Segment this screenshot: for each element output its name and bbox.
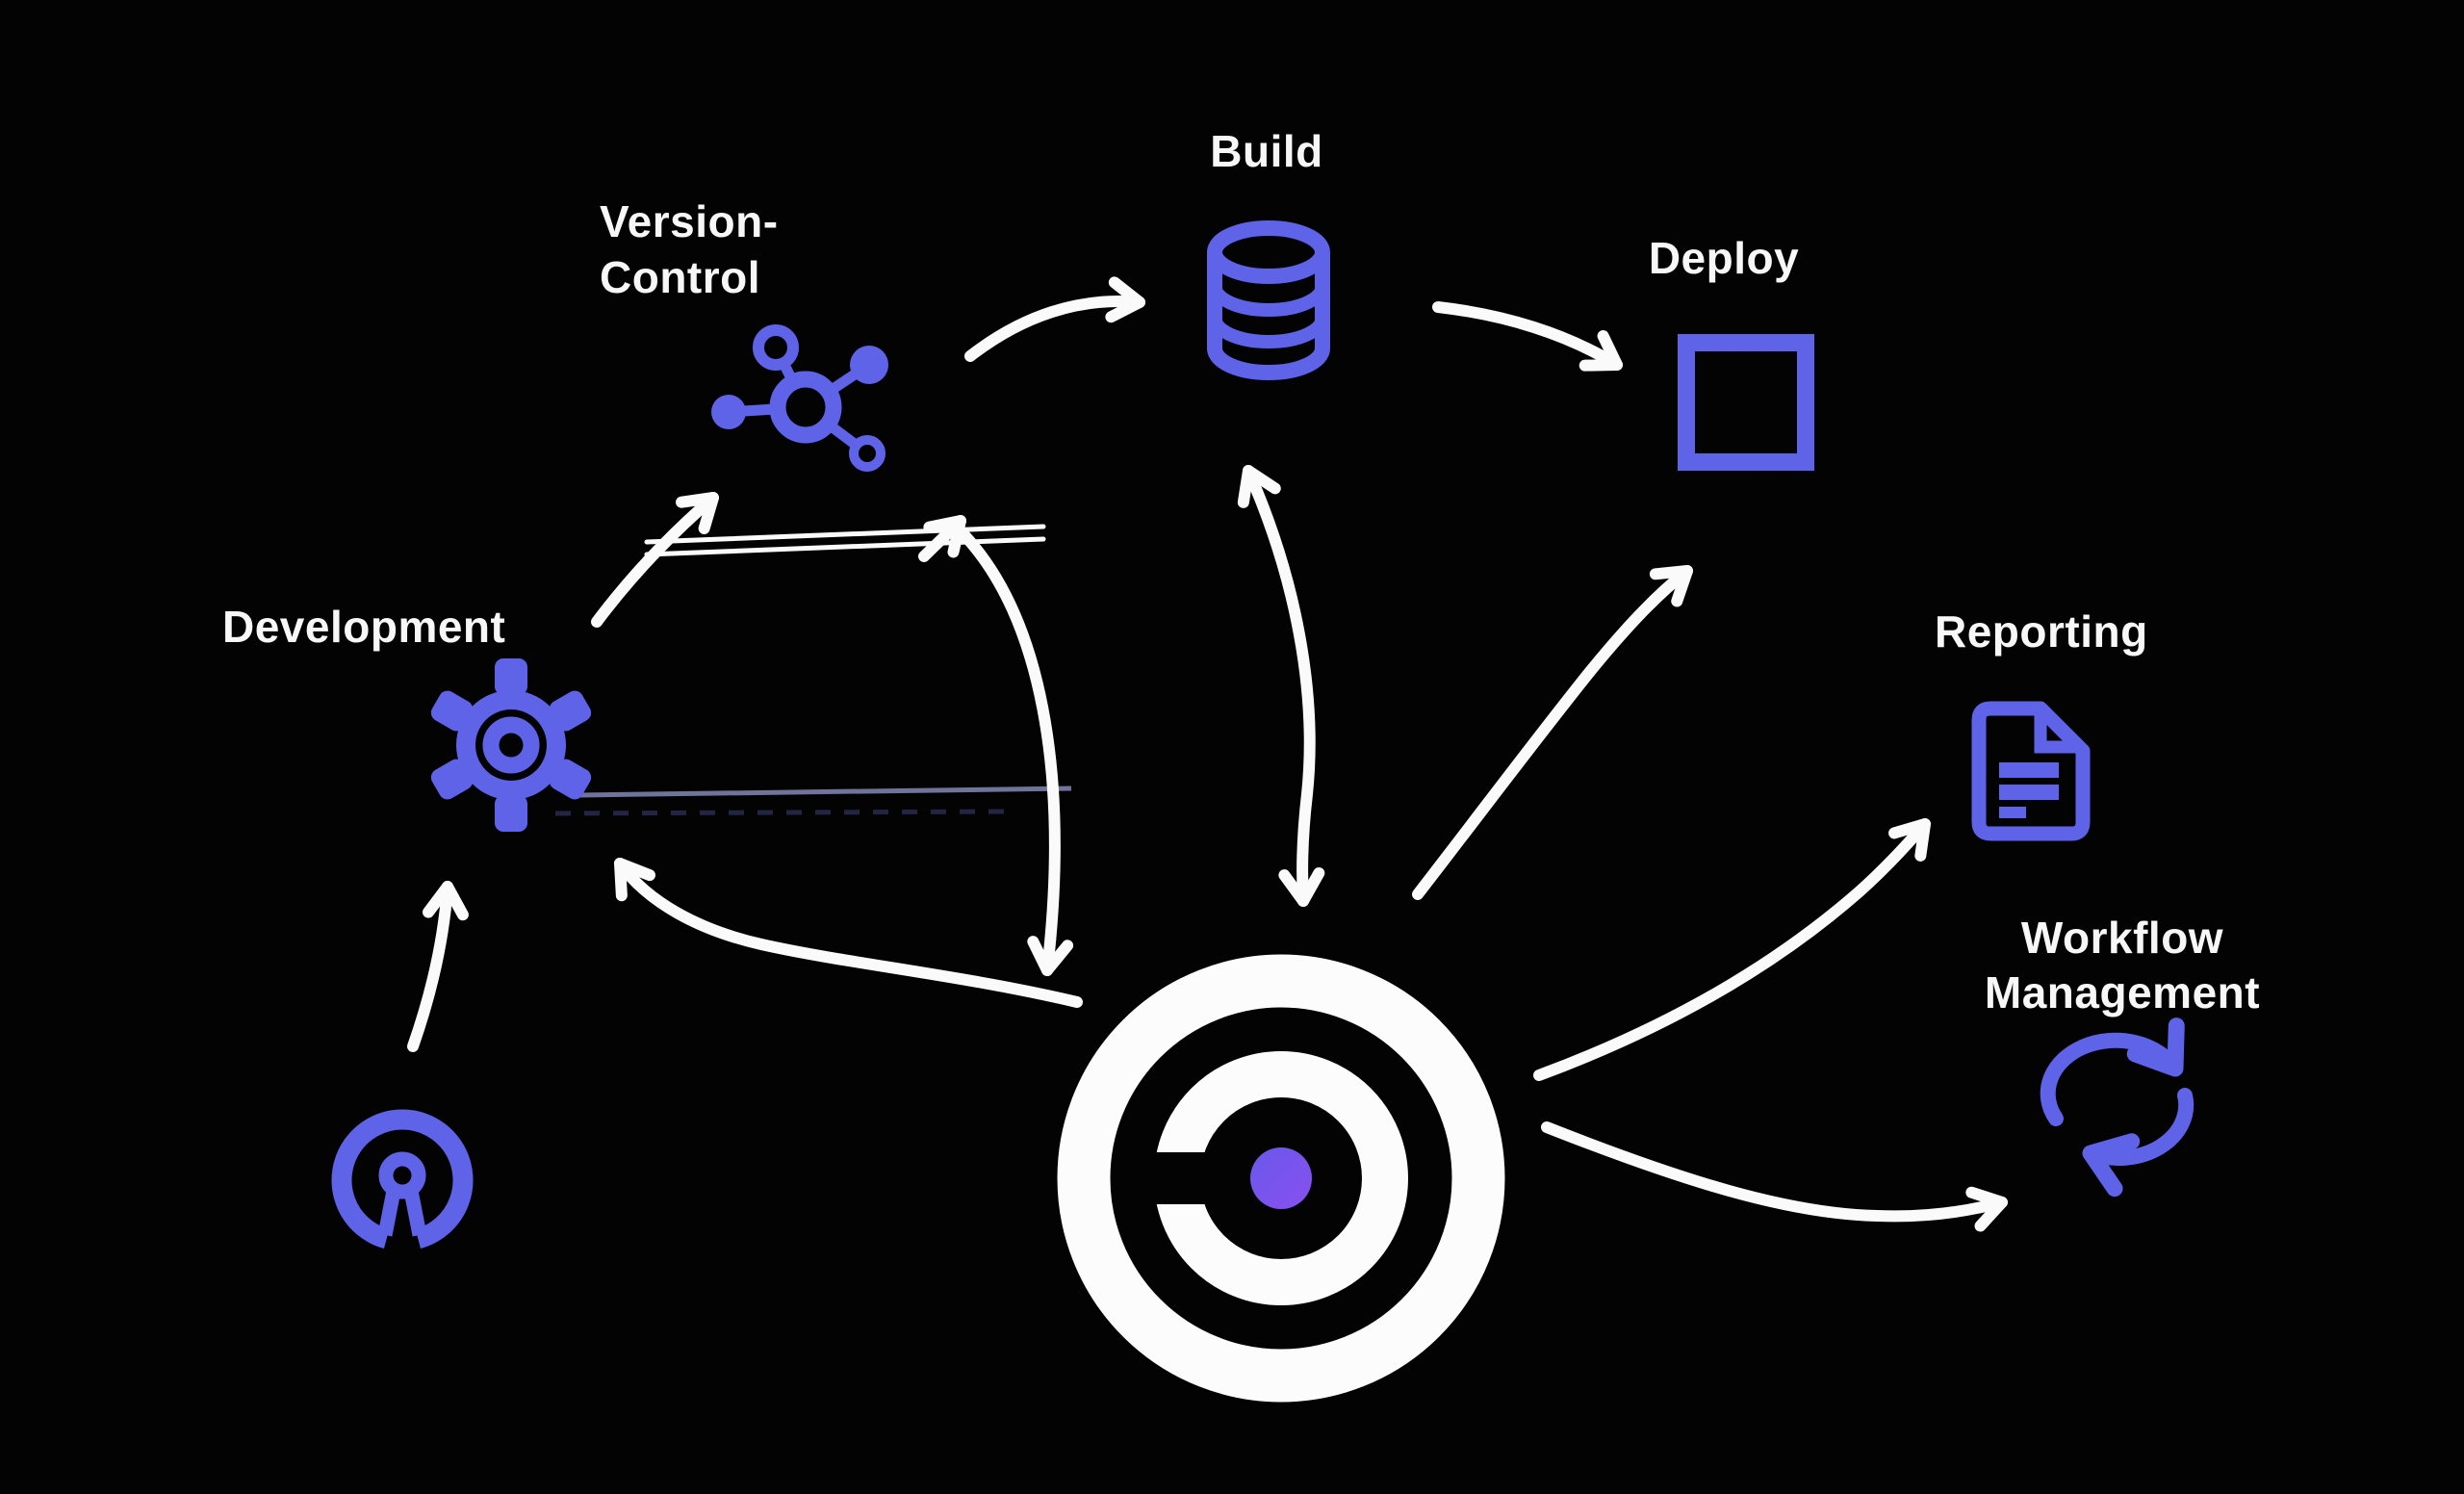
- version-control-label-line2: Control: [600, 252, 760, 302]
- arrow-build-hub-bidirectional: [1237, 465, 1325, 907]
- arrow-version-control-to-build: [964, 276, 1145, 362]
- arrow-open-source-to-development: [407, 881, 469, 1052]
- network-nodes-icon: [711, 324, 888, 472]
- arrow-hub-to-workflow-management: [1541, 1121, 2008, 1232]
- target-hub-icon: [1057, 954, 1505, 1403]
- flow-line-solid: [579, 786, 1072, 798]
- build-label: Build: [1210, 126, 1322, 176]
- deploy-label: Deploy: [1649, 233, 1799, 283]
- arrow-version-control-to-hub: [959, 529, 1074, 976]
- arrow-junction-up: [918, 515, 966, 562]
- report-document-icon: [1971, 701, 2091, 841]
- arrow-hub-to-deploy: [1412, 565, 1693, 900]
- hub-center-dot: [1250, 1147, 1312, 1209]
- hub-notch: [1145, 1152, 1256, 1204]
- open-source-keyhole-icon: [331, 1109, 474, 1249]
- sync-loop-icon: [2040, 1017, 2194, 1198]
- arrow-development-to-version-control: [591, 492, 719, 628]
- arrow-hub-to-reporting: [1533, 818, 1931, 1081]
- connector-line-top: [644, 524, 1046, 545]
- reporting-label: Reporting: [1935, 606, 2148, 657]
- square-outline-icon: [1678, 334, 1814, 471]
- workflow-management-label-line2: Management: [1985, 967, 2260, 1017]
- development-label: Development: [222, 602, 505, 652]
- version-control-label-line1: Version-: [600, 196, 779, 246]
- arrow-hub-to-development: [614, 858, 1083, 1008]
- arrow-build-to-deploy: [1432, 301, 1623, 372]
- database-icon: [1207, 220, 1330, 380]
- workflow-management-label-line1: Workflow: [2021, 913, 2223, 963]
- flow-line-dashed: [554, 809, 1018, 816]
- gear-icon: [430, 658, 592, 832]
